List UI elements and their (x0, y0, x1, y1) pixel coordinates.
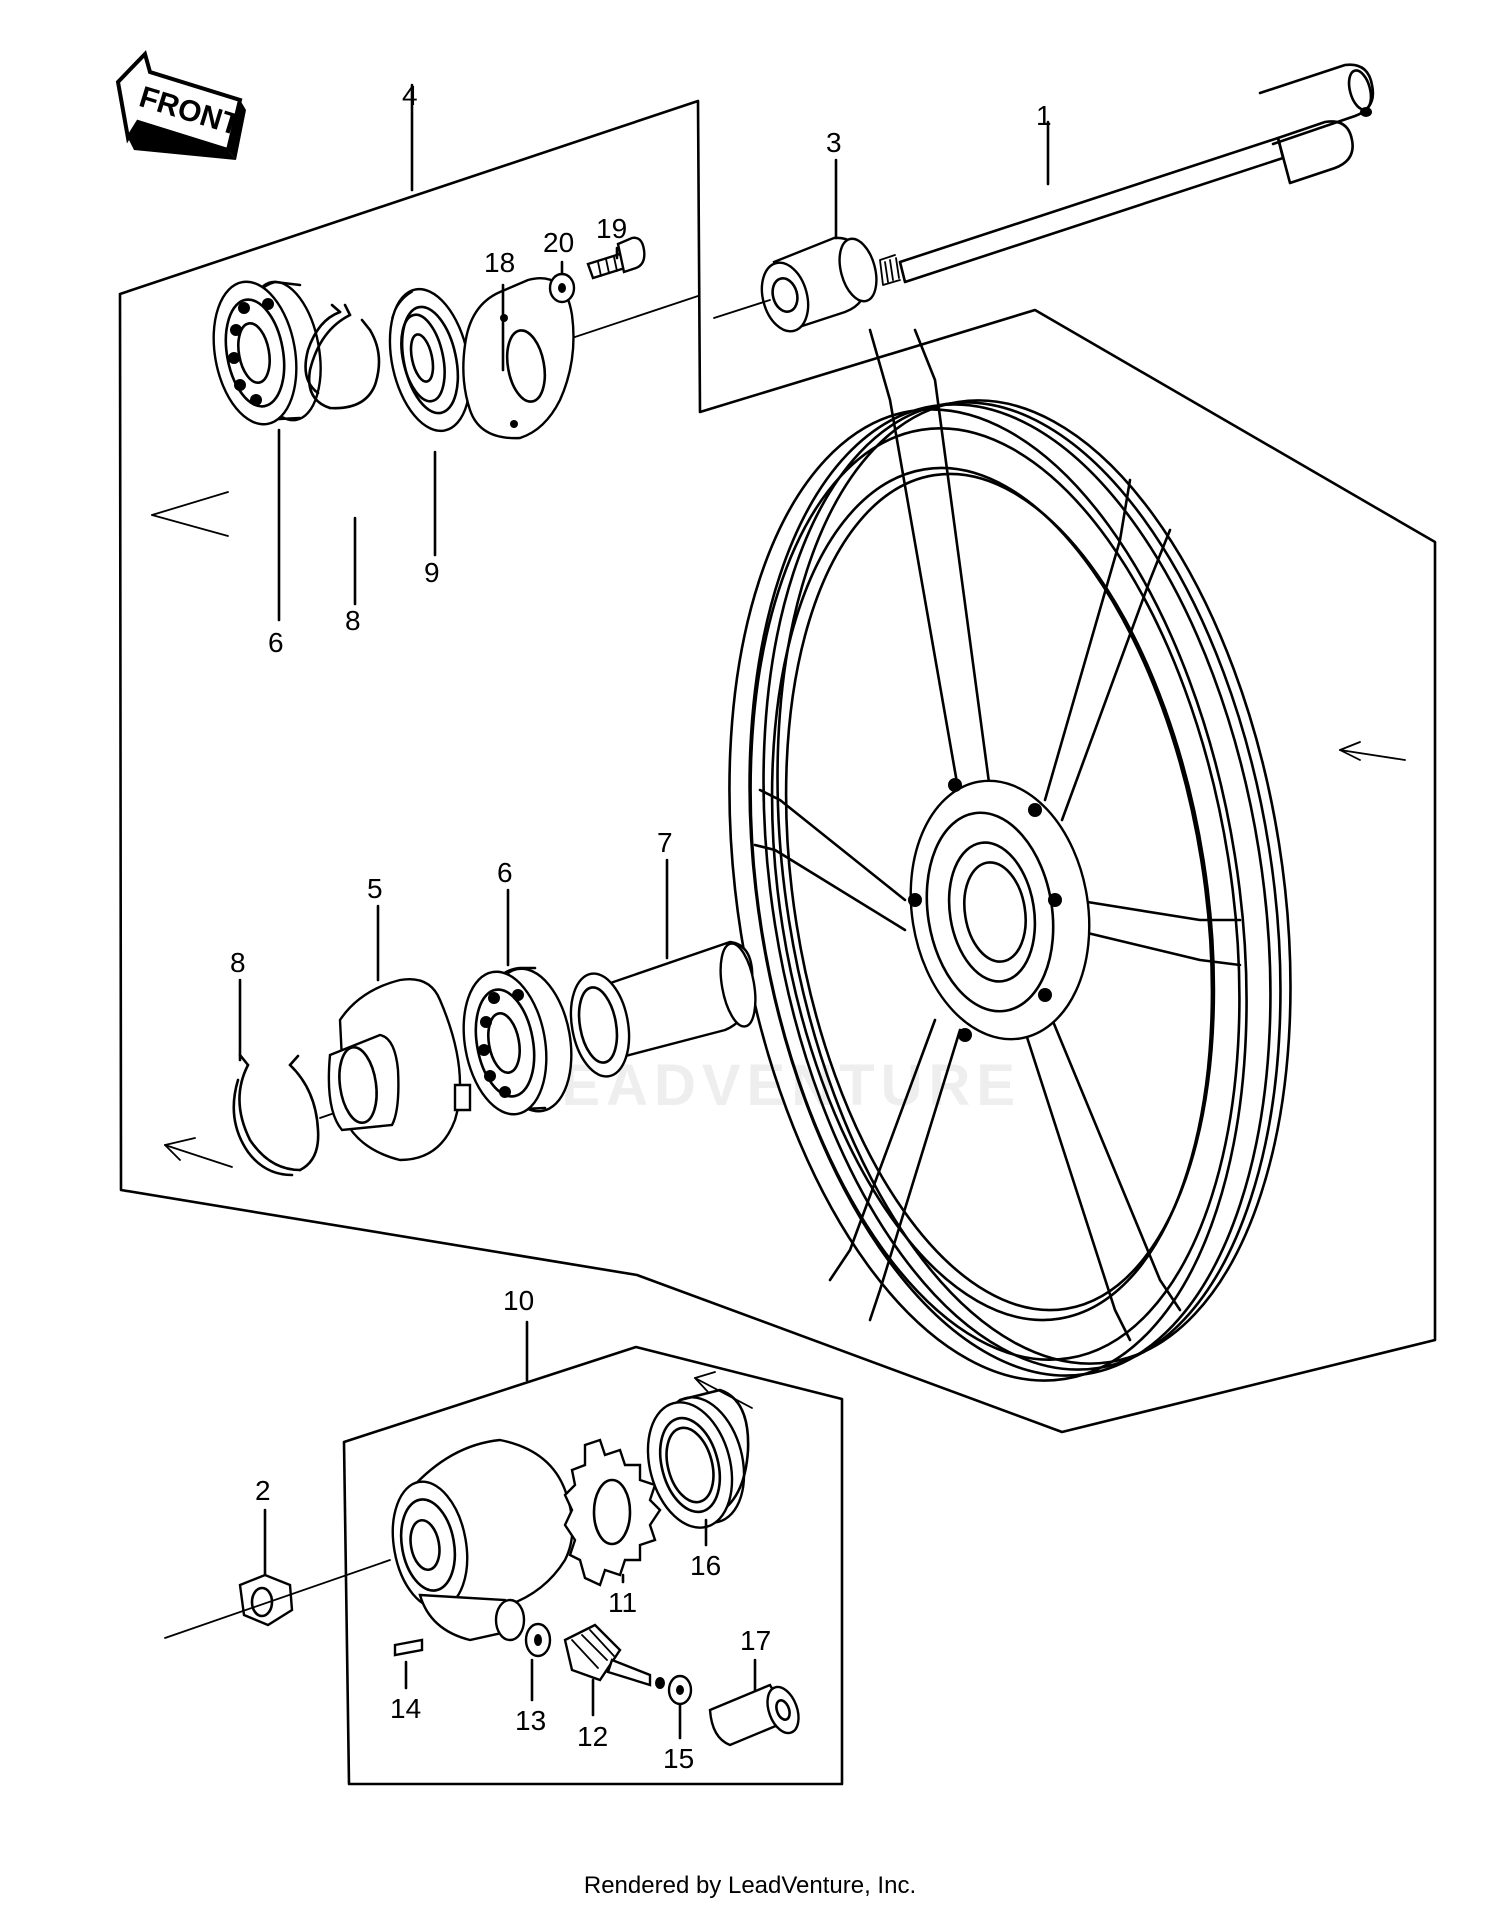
axis-arrow-6-top (151, 491, 229, 537)
callout-9: 9 (424, 557, 440, 588)
pin-14 (393, 1638, 424, 1657)
callout-2: 2 (255, 1475, 271, 1506)
washer-13 (524, 1622, 552, 1658)
washer-20 (548, 272, 576, 304)
axis-arrow-16 (694, 1371, 753, 1409)
callout-5: 5 (367, 873, 383, 904)
callout-20: 20 (543, 227, 574, 258)
bushing-17 (708, 1683, 800, 1747)
bearing-6-bottom (462, 966, 573, 1116)
bearing-9 (388, 287, 472, 433)
collar-5 (327, 978, 472, 1162)
plate-18 (462, 277, 575, 440)
washer-15 (667, 1674, 693, 1706)
axis-arrow-wheel (1339, 741, 1406, 761)
wheel (728, 328, 1292, 1382)
callout-4: 4 (402, 80, 418, 111)
callout-3: 3 (826, 127, 842, 158)
drive-gear-11 (563, 1438, 662, 1587)
callout-1: 1 (1036, 100, 1052, 131)
callout-16: 16 (690, 1550, 721, 1581)
callout-12: 12 (577, 1721, 608, 1752)
axis-line-2 (164, 1559, 391, 1639)
axle (879, 63, 1375, 286)
callout-15: 15 (663, 1743, 694, 1774)
nut-2 (238, 1573, 294, 1627)
callout-10: 10 (503, 1285, 534, 1316)
circlip-8-bottom (232, 1053, 320, 1177)
pinion-12 (563, 1623, 665, 1689)
front-arrow-icon: FRONT (115, 50, 246, 160)
callout-7: 7 (657, 827, 673, 858)
callout-11: 11 (608, 1587, 637, 1618)
callout-8-bottom: 8 (230, 947, 246, 978)
axis-line-3 (713, 299, 771, 319)
gear-housing (391, 1438, 574, 1642)
circlip-8-top (304, 303, 381, 410)
callout-14: 14 (390, 1693, 421, 1724)
spacer-3 (760, 236, 878, 333)
screw-19 (586, 236, 646, 280)
sleeve-7 (569, 940, 757, 1078)
callout-19: 19 (596, 213, 627, 244)
callout-18: 18 (484, 247, 515, 278)
callout-13: 13 (515, 1705, 546, 1736)
callout-6-top: 6 (268, 627, 284, 658)
callout-8-top: 8 (345, 605, 361, 636)
bearing-6-top (212, 280, 322, 426)
footer-credit: Rendered by LeadVenture, Inc. (583, 1872, 917, 1899)
group-10-bracket (342, 1345, 844, 1786)
callout-6-bottom: 6 (497, 857, 513, 888)
group-4-bracket (118, 99, 1437, 1434)
callout-17: 17 (740, 1625, 771, 1656)
